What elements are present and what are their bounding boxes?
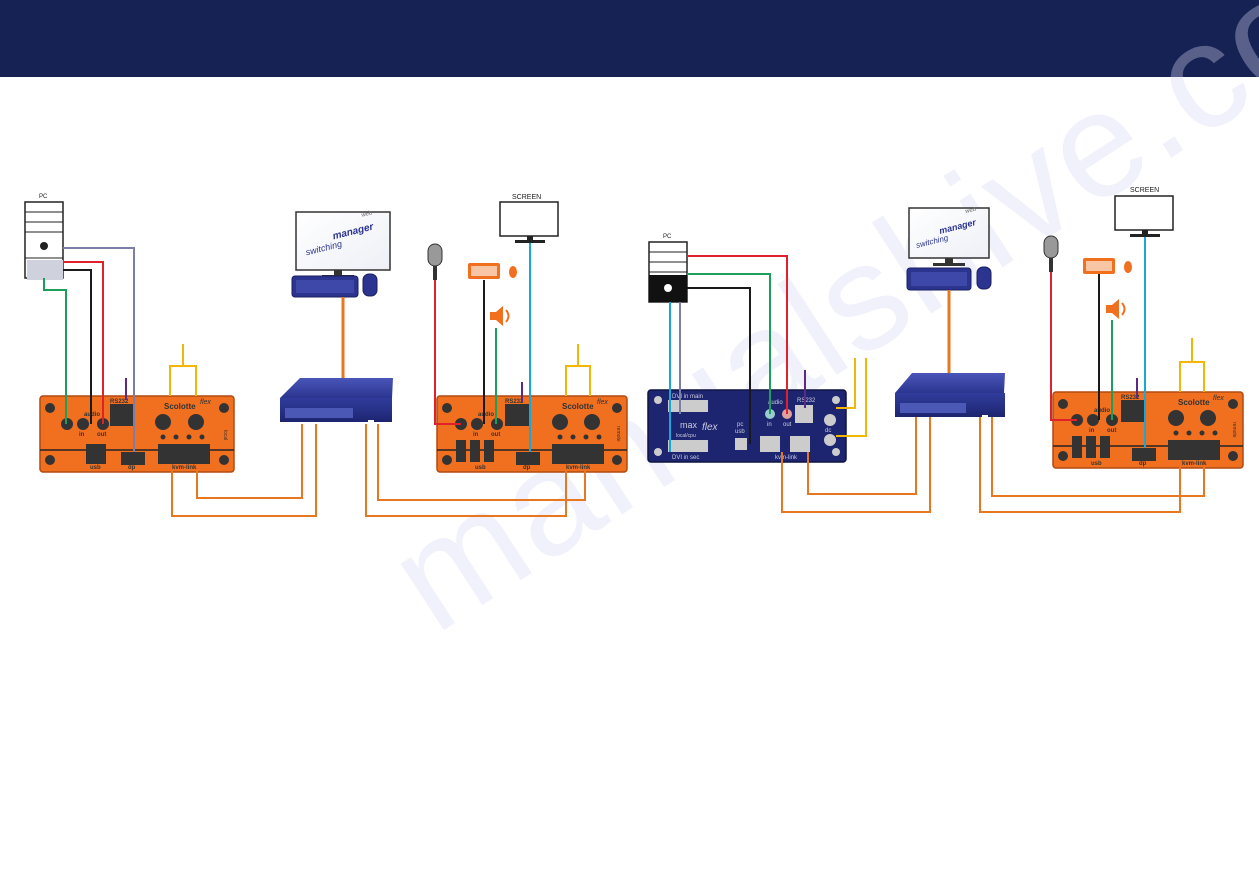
side-label: local [222,430,228,440]
svg-text:audio: audio [768,400,783,406]
svg-text:out: out [783,422,792,428]
svg-text:DVI in main: DVI in main [672,394,703,400]
svg-text:in: in [1089,428,1095,434]
svg-text:out: out [1107,428,1116,434]
switching-manager-monitor-right: switching manager web [908,206,990,266]
svg-text:remote: remote [1231,422,1237,438]
pc-tower-left: PC [24,194,64,280]
svg-text:kvm-link: kvm-link [775,455,798,461]
keyboard-icon-right [1083,258,1132,274]
svg-text:flex: flex [597,399,608,406]
svg-text:usb: usb [735,429,745,435]
svg-text:SCREEN: SCREEN [1130,187,1159,194]
rs232-label: RS232 [110,399,129,405]
cables-left [43,243,591,517]
svg-text:kvm-link: kvm-link [1182,461,1207,467]
keyboard-icon [468,263,517,279]
maxflex-local-unit: DVI in main DVI in sec max flex local/cp… [647,389,847,463]
scolotte-local-unit: RS232 audio in out usb dp kvm-link Scolo… [39,395,235,473]
scolotte-remote-unit-left: RS232 audio in out usb dp kvm-link Scolo… [436,395,628,473]
svg-text:remote: remote [615,426,621,442]
header-bar [0,0,1259,77]
svg-text:DVI in sec: DVI in sec [672,455,699,461]
scolotte-remote-unit-right: RS232 audio in out usb dp kvm-link Scolo… [1052,391,1244,469]
svg-text:RS232: RS232 [797,398,816,404]
svg-text:Scolotte: Scolotte [562,402,594,411]
web-label: web [360,210,374,219]
svg-text:audio: audio [1094,408,1110,414]
switching-manager-monitor-left: switching manager web [295,210,391,278]
svg-text:flex: flex [702,422,719,433]
svg-text:pc: pc [737,422,743,428]
svg-text:RS232: RS232 [1121,395,1140,401]
cables-right [669,237,1205,513]
brand-label: Scolotte [164,402,196,411]
usb-label: usb [90,465,101,471]
screen-monitor-left: SCREEN [499,194,559,243]
svg-text:dp: dp [1139,461,1147,467]
svg-text:usb: usb [1091,461,1102,467]
audio-label: audio [84,412,100,418]
svg-text:flex: flex [1213,395,1224,402]
svg-text:RS232: RS232 [505,399,524,405]
brand-sub-label: flex [200,399,211,406]
screen-label: SCREEN [512,194,541,201]
keyboard-mouse-right [906,266,992,291]
keyboard-mouse-left [291,273,378,298]
in-label: in [79,432,85,438]
svg-text:in: in [767,422,772,428]
svg-text:local/cpu: local/cpu [676,433,696,439]
svg-text:kvm-link: kvm-link [566,465,591,471]
mouse-icon [509,266,517,278]
svg-text:dc: dc [825,428,831,434]
svg-text:in: in [473,432,479,438]
pc-tower-right: PC [648,234,688,303]
svg-text:web: web [964,206,978,215]
svg-text:Scolotte: Scolotte [1178,398,1210,407]
svg-text:out: out [491,432,500,438]
speaker-icon [490,306,510,326]
svg-text:audio: audio [478,412,494,418]
svg-text:max: max [680,420,698,430]
mouse-icon-right [1124,261,1132,273]
screen-monitor-right: SCREEN [1114,187,1174,237]
svg-text:usb: usb [475,465,486,471]
pc-label: PC [39,194,48,200]
microphone-icon-right [1043,235,1059,272]
out-label: out [97,432,106,438]
kvm-link-label: kvm-link [172,465,197,471]
microphone-icon [427,243,443,280]
network-switch-left [280,378,393,424]
network-switch-right [895,373,1005,419]
svg-text:dp: dp [523,465,531,471]
svg-text:PC: PC [663,234,672,240]
dp-label: dp [128,465,136,471]
speaker-icon-right [1106,299,1126,319]
